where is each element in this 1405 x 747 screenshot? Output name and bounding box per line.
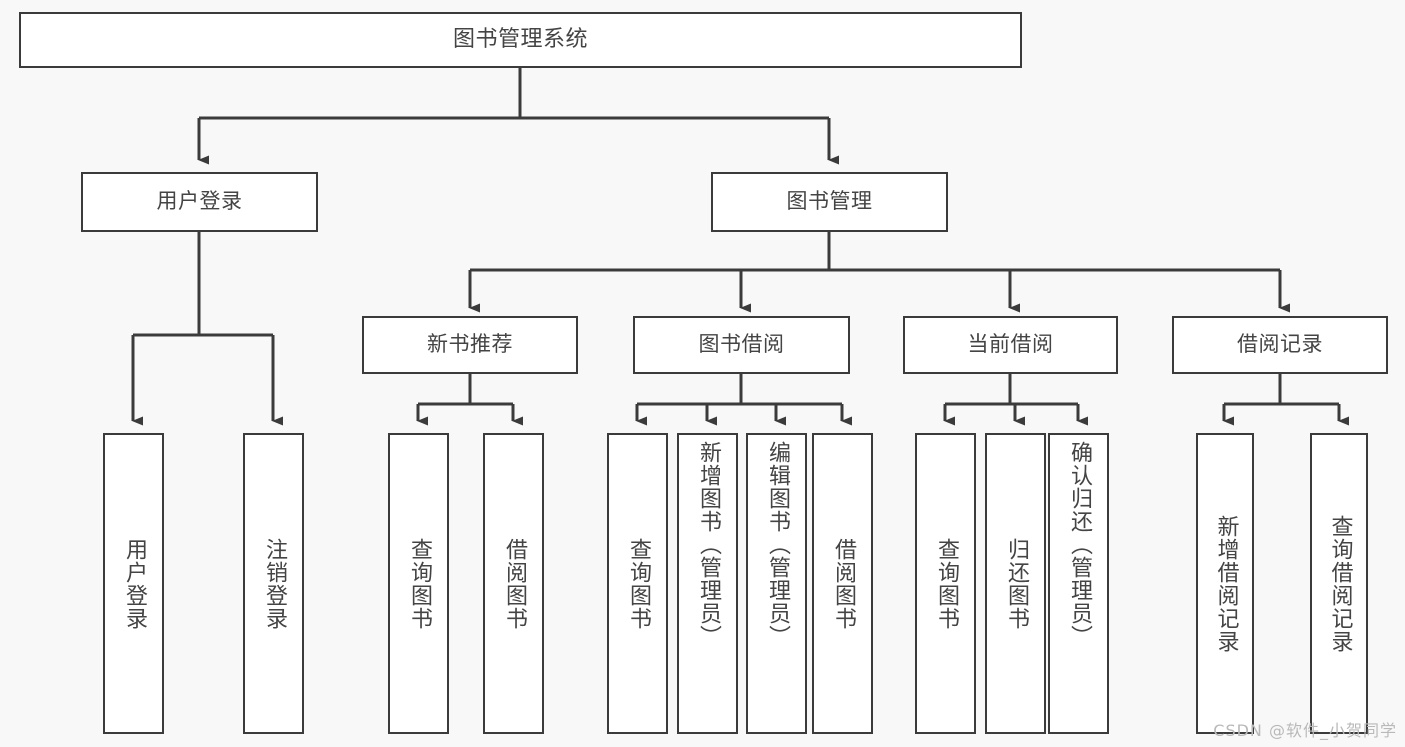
node-label: 新书推荐 bbox=[427, 332, 513, 357]
node-label: 查询图书 bbox=[933, 537, 959, 630]
node-label: 新增借阅记录 bbox=[1213, 514, 1239, 653]
node-label: 借阅记录 bbox=[1237, 332, 1323, 357]
leaf-record-add-record[interactable]: 新增借阅记录 bbox=[1196, 433, 1254, 734]
leaf-newbook-query-book[interactable]: 查询图书 bbox=[388, 433, 449, 734]
leaf-borrow-query-book[interactable]: 查询图书 bbox=[607, 433, 668, 734]
node-label: 借阅图书 bbox=[501, 537, 527, 630]
node-label: 图书借阅 bbox=[698, 332, 785, 357]
node-label: 图书管理 bbox=[786, 189, 873, 214]
leaf-borrow-edit-book-admin[interactable]: 编辑图书（管理员） bbox=[746, 433, 807, 734]
leaf-newbook-borrow-book[interactable]: 借阅图书 bbox=[483, 433, 544, 734]
leaf-current-confirm-return-admin[interactable]: 确认归还（管理员） bbox=[1048, 433, 1109, 734]
leaf-record-query-record[interactable]: 查询借阅记录 bbox=[1310, 433, 1368, 734]
node-label: 当前借阅 bbox=[967, 332, 1054, 357]
node-label: 新增图书（管理员） bbox=[695, 441, 721, 648]
node-root-system[interactable]: 图书管理系统 bbox=[19, 12, 1022, 68]
node-label: 用户登录 bbox=[156, 189, 243, 214]
node-new-book-recommend[interactable]: 新书推荐 bbox=[362, 316, 578, 374]
node-current-borrow[interactable]: 当前借阅 bbox=[903, 316, 1118, 374]
leaf-borrow-add-book-admin[interactable]: 新增图书（管理员） bbox=[677, 433, 738, 734]
node-book-borrow[interactable]: 图书借阅 bbox=[633, 316, 850, 374]
node-label: 用户登录 bbox=[121, 537, 147, 630]
leaf-current-return-book[interactable]: 归还图书 bbox=[985, 433, 1046, 734]
node-label: 查询图书 bbox=[406, 537, 432, 630]
node-label: 借阅图书 bbox=[830, 537, 856, 630]
leaf-borrow-borrow-book[interactable]: 借阅图书 bbox=[812, 433, 873, 734]
leaf-logout[interactable]: 注销登录 bbox=[243, 433, 304, 734]
node-borrow-record[interactable]: 借阅记录 bbox=[1172, 316, 1388, 374]
node-label: 注销登录 bbox=[261, 537, 287, 630]
leaf-current-query-book[interactable]: 查询图书 bbox=[915, 433, 976, 734]
node-label: 图书管理系统 bbox=[452, 26, 588, 52]
node-label: 编辑图书（管理员） bbox=[764, 441, 790, 648]
node-book-manage[interactable]: 图书管理 bbox=[711, 172, 948, 232]
node-label: 归还图书 bbox=[1003, 537, 1029, 630]
leaf-user-login[interactable]: 用户登录 bbox=[103, 433, 164, 734]
node-label: 查询图书 bbox=[625, 537, 651, 630]
node-user-login[interactable]: 用户登录 bbox=[81, 172, 318, 232]
watermark: CSDN @软件_小贺同学 bbox=[1213, 721, 1397, 740]
node-label: 确认归还（管理员） bbox=[1066, 441, 1092, 648]
node-label: 查询借阅记录 bbox=[1327, 514, 1353, 653]
